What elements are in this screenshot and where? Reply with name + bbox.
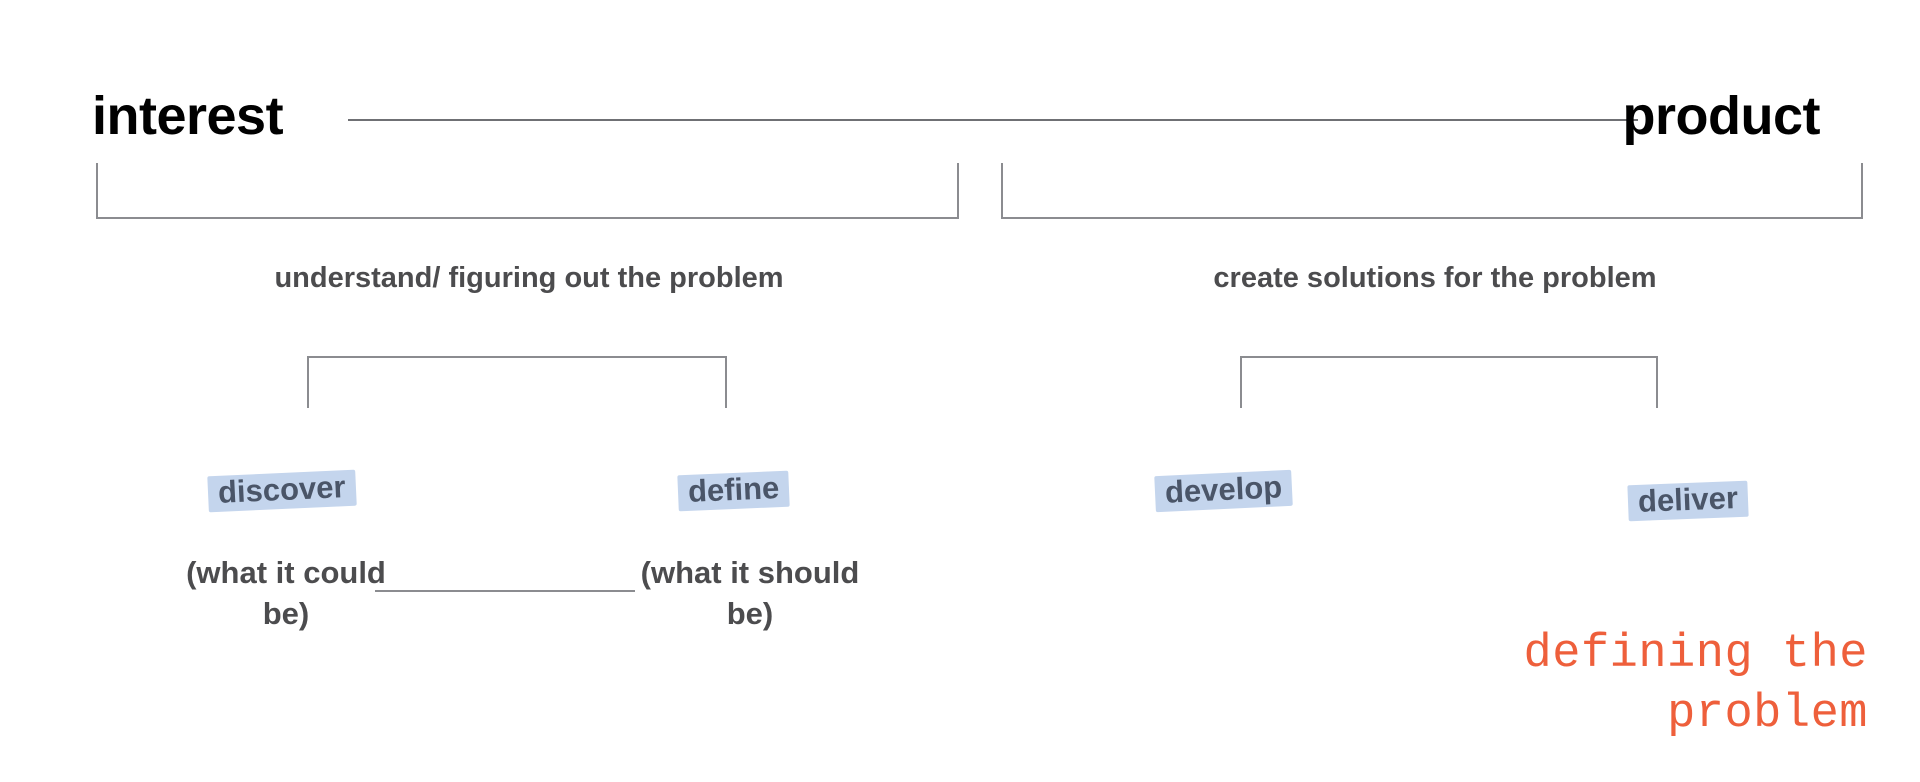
note-what-it-could-be: (what it could be) xyxy=(186,555,386,631)
bracket-discover-define xyxy=(307,356,727,408)
phase-text-deliver: deliver xyxy=(1637,480,1739,519)
phase-label-deliver: deliver xyxy=(1627,478,1749,524)
note-what-it-should-be: (what it should be) xyxy=(640,555,860,631)
caption-solution-space: create solutions for the problem xyxy=(1213,262,1657,294)
phase-text-define: define xyxy=(687,470,780,509)
bracket-interest-group xyxy=(96,163,959,219)
top-connector-line xyxy=(348,119,1638,121)
bracket-product-group xyxy=(1001,163,1863,219)
phase-label-define: define xyxy=(677,468,791,514)
bracket-develop-deliver xyxy=(1240,356,1658,408)
phase-label-develop: develop xyxy=(1154,467,1293,514)
title-interest: interest xyxy=(92,86,284,146)
annotation-defining-the-problem: defining the problem xyxy=(1523,628,1868,742)
caption-problem-space: understand/ figuring out the problem xyxy=(274,262,784,294)
phase-text-discover: discover xyxy=(217,469,347,510)
phase-label-discover: discover xyxy=(207,467,357,515)
divider-rule xyxy=(375,590,635,592)
phase-text-develop: develop xyxy=(1164,469,1283,510)
title-product: product xyxy=(1622,86,1821,146)
